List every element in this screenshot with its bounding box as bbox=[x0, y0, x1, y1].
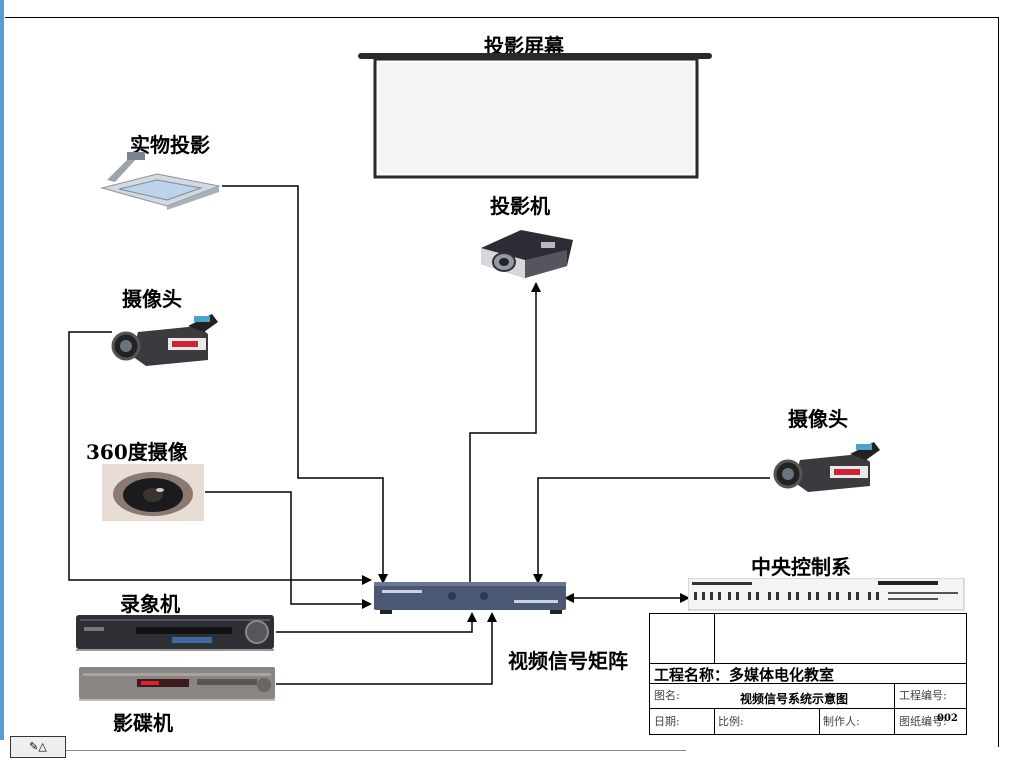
fig-name-label: 图名: bbox=[654, 689, 680, 702]
drawing-border-top bbox=[5, 17, 999, 18]
wire-visualizer bbox=[222, 185, 388, 584]
scale-label: 比例: bbox=[718, 715, 744, 728]
author-label: 制作人: bbox=[823, 715, 860, 728]
wire-camera-left bbox=[68, 331, 372, 585]
video-camera-icon bbox=[773, 442, 880, 492]
wire-camera-right bbox=[533, 477, 770, 584]
camera-360-label: 360度摄像 bbox=[86, 440, 188, 464]
document-camera-icon bbox=[100, 152, 221, 210]
dvd-label: 影碟机 bbox=[113, 711, 173, 735]
wire-dvd bbox=[276, 612, 497, 685]
vcr-label: 录象机 bbox=[120, 592, 180, 616]
central-control-icon bbox=[688, 578, 965, 611]
matrix-label: 视频信号矩阵 bbox=[508, 649, 628, 673]
project-name: 工程名称：多媒体电化教室 bbox=[654, 666, 835, 684]
title-block: 工程名称：多媒体电化教室 图名: 视频信号系统示意图 工程编号: 日期: 比例:… bbox=[649, 613, 967, 735]
sheet-no-label: 图纸编号: bbox=[899, 715, 947, 728]
drawing-border-right bbox=[998, 17, 999, 747]
sheet-no: 002 bbox=[937, 713, 958, 724]
wire-projector bbox=[469, 282, 541, 582]
camera-left-label: 摄像头 bbox=[122, 287, 182, 311]
drawing-no-label: 工程编号: bbox=[899, 689, 947, 702]
projector-label: 投影机 bbox=[490, 194, 550, 218]
projection-screen-icon bbox=[358, 53, 712, 179]
date-label: 日期: bbox=[654, 715, 680, 728]
vcr-icon bbox=[76, 615, 274, 651]
control-label: 中央控制系 bbox=[751, 555, 851, 579]
wire-vcr bbox=[276, 612, 477, 633]
drawing-name: 视频信号系统示意图 bbox=[740, 692, 849, 706]
window-left-edge bbox=[0, 0, 4, 740]
dome-camera-icon bbox=[102, 464, 204, 521]
page-bottom-rule bbox=[66, 750, 686, 751]
video-camera-icon bbox=[111, 314, 218, 366]
drawing-tool-button[interactable]: ✎△ bbox=[10, 736, 66, 758]
wire-camera-360 bbox=[205, 491, 372, 609]
camera-right-label: 摄像头 bbox=[788, 407, 848, 431]
projector-icon bbox=[481, 230, 573, 278]
dvd-player-icon bbox=[79, 667, 275, 701]
matrix-switcher-icon bbox=[374, 582, 566, 614]
drawing-tool-icon: ✎△ bbox=[29, 740, 47, 753]
